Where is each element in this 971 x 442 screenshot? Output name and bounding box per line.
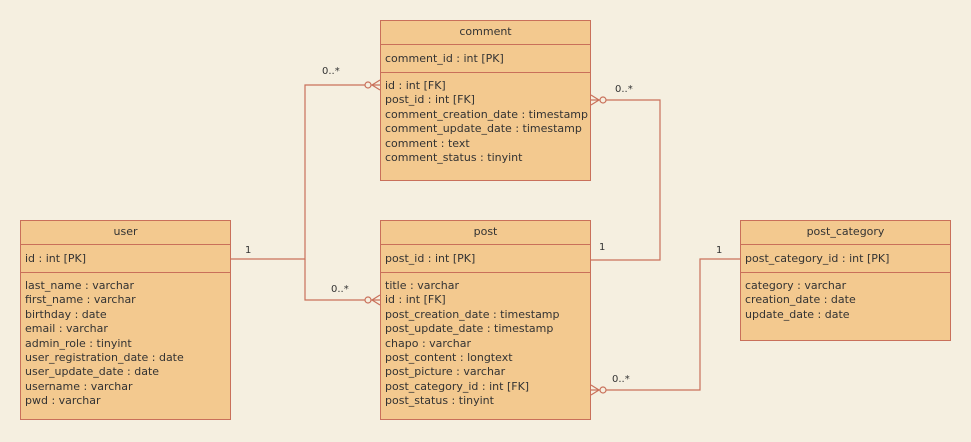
mult-post-comment-one: 1 bbox=[599, 242, 606, 253]
attribute: username : varchar bbox=[25, 379, 133, 393]
attribute: id : int [FK] bbox=[385, 79, 446, 92]
divider bbox=[381, 72, 590, 73]
attribute: email : varchar bbox=[25, 322, 108, 336]
attribute: comment_update_date : timestamp bbox=[385, 122, 582, 136]
entity-title: post_category bbox=[741, 221, 950, 245]
attribute: comment_status : tinyint bbox=[385, 150, 523, 164]
primary-key: post_category_id : int [PK] bbox=[745, 252, 890, 265]
attribute: birthday : date bbox=[25, 307, 107, 321]
edge-user-post bbox=[304, 259, 380, 301]
primary-key: id : int [PK] bbox=[25, 252, 87, 265]
attribute: title : varchar bbox=[385, 279, 460, 292]
mult-category-post-one: 1 bbox=[716, 245, 723, 256]
attribute: post_id : int [FK] bbox=[385, 93, 475, 107]
crow-foot-post-right bbox=[590, 384, 607, 396]
attribute: id : int [FK] bbox=[385, 293, 446, 307]
attribute: last_name : varchar bbox=[25, 279, 135, 292]
divider bbox=[381, 272, 590, 273]
attribute: post_status : tinyint bbox=[385, 394, 494, 408]
divider bbox=[21, 272, 230, 273]
attribute: admin_role : tinyint bbox=[25, 336, 132, 350]
attribute: post_category_id : int [FK] bbox=[385, 379, 530, 393]
attribute: user_registration_date : date bbox=[25, 350, 184, 364]
attribute: post_update_date : timestamp bbox=[385, 322, 554, 336]
attribute: creation_date : date bbox=[745, 293, 856, 307]
mult-user-post-many: 0..* bbox=[331, 284, 349, 295]
crow-foot-comment-right bbox=[590, 94, 607, 106]
edge-post-comment bbox=[591, 99, 661, 261]
edge-category-post bbox=[591, 258, 740, 391]
entity-title: comment bbox=[381, 21, 590, 45]
crow-foot-post-left bbox=[364, 294, 381, 306]
entity-title: user bbox=[21, 221, 230, 245]
attribute-list: last_name : varchar first_name : varchar… bbox=[21, 273, 230, 409]
mult-user-comment-many: 0..* bbox=[322, 66, 340, 77]
attribute: post_creation_date : timestamp bbox=[385, 307, 560, 321]
mult-category-post-many: 0..* bbox=[612, 374, 630, 385]
crow-foot-comment-left bbox=[364, 79, 381, 91]
primary-key: comment_id : int [PK] bbox=[385, 52, 504, 65]
attribute: comment : text bbox=[385, 136, 470, 150]
attribute: pwd : varchar bbox=[25, 394, 101, 408]
attribute: first_name : varchar bbox=[25, 293, 136, 307]
attribute: user_update_date : date bbox=[25, 365, 160, 379]
mult-post-comment-many: 0..* bbox=[615, 84, 633, 95]
divider bbox=[741, 272, 950, 273]
entity-title: post bbox=[381, 221, 590, 245]
attribute: comment_creation_date : timestamp bbox=[385, 107, 589, 121]
mult-user-comment-one: 1 bbox=[245, 245, 252, 256]
attribute: post_content : longtext bbox=[385, 350, 513, 364]
attribute: chapo : varchar bbox=[385, 336, 471, 350]
entity-user[interactable]: user id : int [PK] last_name : varchar f… bbox=[20, 220, 231, 420]
entity-post[interactable]: post post_id : int [PK] title : varchar … bbox=[380, 220, 591, 420]
entity-comment[interactable]: comment comment_id : int [PK] id : int [… bbox=[380, 20, 591, 181]
attribute: category : varchar bbox=[745, 279, 847, 292]
attribute-list: category : varchar creation_date : date … bbox=[741, 273, 950, 322]
attribute: post_picture : varchar bbox=[385, 365, 506, 379]
edge-user-comment bbox=[231, 84, 380, 260]
attribute-list: id : int [FK] post_id : int [FK] comment… bbox=[381, 73, 590, 165]
attribute: update_date : date bbox=[745, 307, 850, 321]
entity-post-category[interactable]: post_category post_category_id : int [PK… bbox=[740, 220, 951, 341]
attribute-list: title : varchar id : int [FK] post_creat… bbox=[381, 273, 590, 409]
primary-key: post_id : int [PK] bbox=[385, 252, 476, 265]
